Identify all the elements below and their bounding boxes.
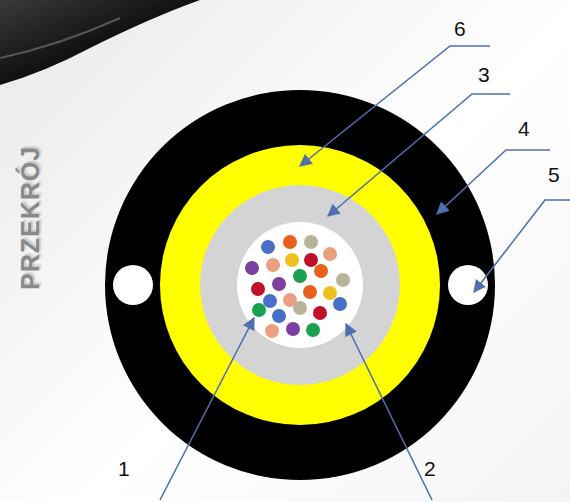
cable-photo-highlight [0,18,120,58]
yellow-layer [160,145,440,425]
callout-number: 6 [454,18,466,39]
grey-tube [200,185,400,385]
section-title: PRZEKRÓJ [18,146,43,290]
fiber-core [237,222,363,348]
outer-sheath [105,90,495,480]
strength-member [448,265,488,305]
strength-member [113,265,153,305]
callout-number: 4 [518,118,530,139]
callout-number: 5 [548,164,560,185]
callout-number: 1 [118,458,130,479]
cable-photo [0,0,200,85]
callout-number: 3 [478,64,490,85]
optical-fibers [245,235,350,338]
leader-lines [160,46,570,500]
callout-number: 2 [424,458,436,479]
